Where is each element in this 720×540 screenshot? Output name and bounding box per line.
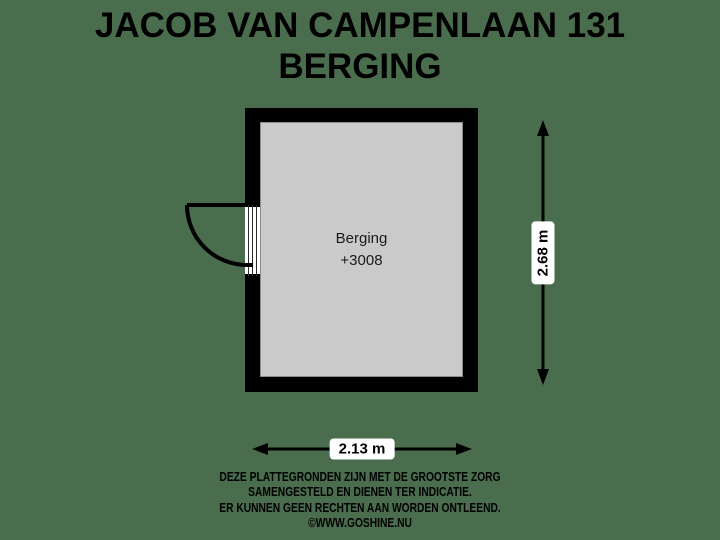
door-frame-line-2 — [252, 205, 253, 276]
dimension-vertical-label: 2.68 m — [531, 221, 555, 284]
room-level: +3008 — [340, 251, 383, 269]
disclaimer: DEZE PLATTEGRONDEN ZIJN MET DE GROOTSTE … — [65, 470, 655, 531]
dimension-vertical: 2.68 m — [528, 120, 558, 385]
room-plan: Berging +3008 — [245, 108, 478, 392]
door-frame-line-1 — [248, 205, 249, 276]
door-opening — [245, 205, 260, 276]
dimension-horizontal-label: 2.13 m — [329, 438, 395, 460]
disclaimer-line-4: ©WWW.GOSHINE.NU — [308, 515, 412, 530]
room-name: Berging — [335, 230, 388, 247]
door-frame-line-3 — [256, 205, 257, 276]
room-floor-area — [260, 122, 463, 377]
room-label: Berging +3008 — [260, 228, 463, 272]
disclaimer-line-3: ER KUNNEN GEEN RECHTEN AAN WORDEN ONTLEE… — [219, 500, 501, 515]
dimension-horizontal: 2.13 m — [252, 434, 472, 464]
disclaimer-line-1: DEZE PLATTEGRONDEN ZIJN MET DE GROOTSTE … — [219, 470, 501, 484]
title-address: JACOB VAN CAMPENLAAN 131 — [94, 6, 626, 45]
page-title: JACOB VAN CAMPENLAAN 131 BERGING — [0, 6, 720, 86]
door-swing-icon — [185, 203, 253, 267]
disclaimer-line-2: SAMENGESTELD EN DIENEN TER INDICATIE. — [248, 485, 472, 500]
title-subject: BERGING — [278, 46, 442, 86]
